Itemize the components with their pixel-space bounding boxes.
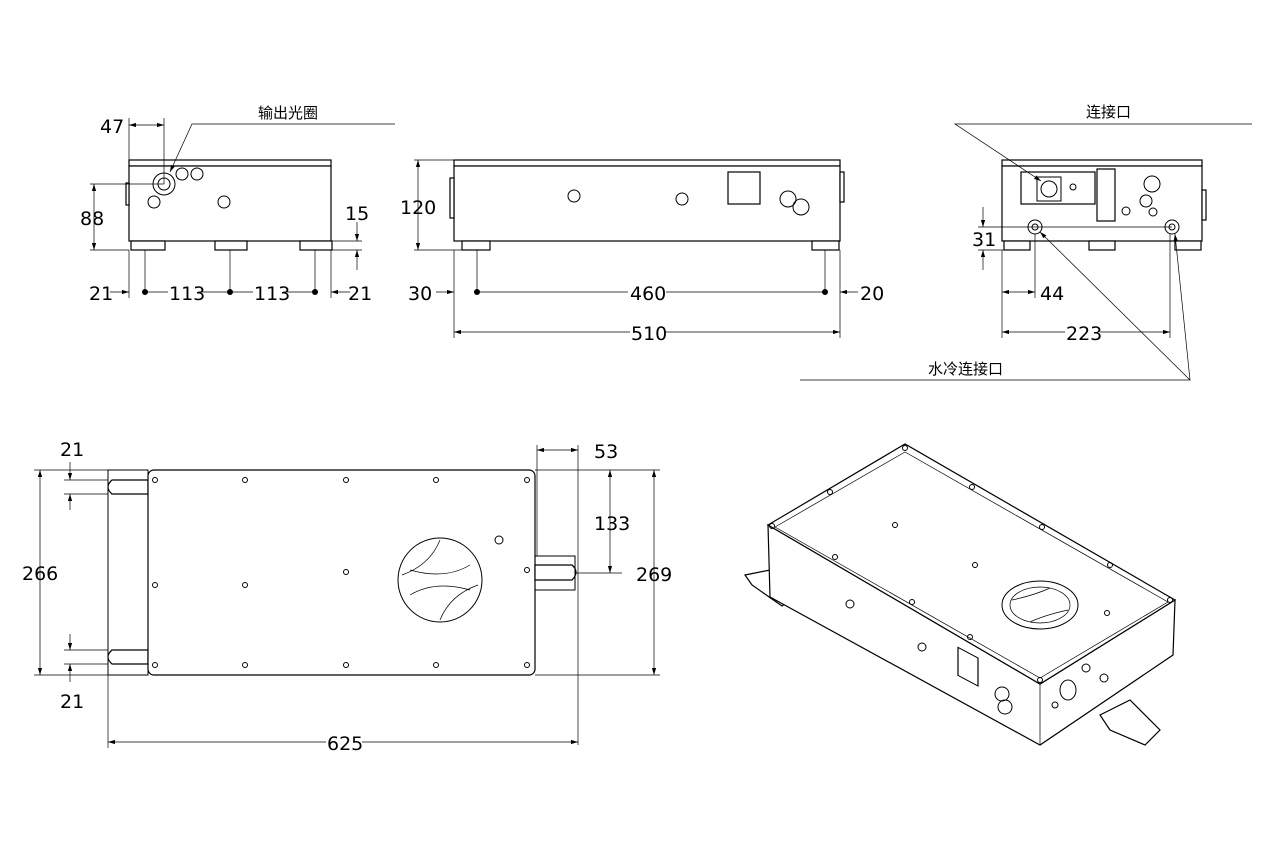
- dim-port-span: 223: [1066, 323, 1102, 345]
- dim-port-height: 31: [972, 229, 996, 251]
- dim-aperture-height: 88: [80, 208, 104, 230]
- dim-side-foot-span: 460: [630, 283, 666, 305]
- dim-side-height: 120: [400, 197, 436, 219]
- output-aperture-label: 输出光圈: [258, 104, 318, 122]
- dim-side-length: 510: [631, 323, 667, 345]
- dim-foot-left: 21: [89, 283, 113, 305]
- dim-ear-right-offset: 133: [594, 513, 630, 535]
- dim-side-foot-right: 20: [860, 283, 884, 305]
- dim-port-left: 44: [1040, 283, 1064, 305]
- fan-icon: [397, 537, 483, 623]
- dim-ear-top: 21: [60, 439, 84, 461]
- rear-view: 连接口 31 44 223 水冷连接口: [800, 103, 1252, 381]
- dim-aperture-offset: 47: [100, 116, 124, 138]
- iso-screws: [769, 445, 1173, 683]
- side-view: 120 30 460 20 510: [400, 159, 884, 345]
- dim-plate-width: 266: [22, 563, 58, 585]
- dim-foot-right: 21: [348, 283, 372, 305]
- dim-side-foot-left: 30: [408, 283, 432, 305]
- dim-overall-width: 269: [636, 564, 672, 586]
- dim-ear-bottom: 21: [60, 691, 84, 713]
- dim-overall-length: 625: [327, 733, 363, 755]
- dim-foot-spacing-2: 113: [254, 283, 290, 305]
- top-view: 21 266 21 53 133 269 625: [22, 439, 672, 755]
- connector-port-label: 连接口: [1086, 103, 1131, 121]
- front-feet: [130, 240, 333, 251]
- dim-ear-right-length: 53: [594, 441, 618, 463]
- front-view: 输出光圈 47 88 15 21 113 113 21: [80, 104, 395, 305]
- dim-foot-spacing-1: 113: [169, 283, 205, 305]
- connector-icon: [1036, 176, 1062, 202]
- isometric-view: [743, 443, 1177, 746]
- screw-holes: [152, 477, 530, 668]
- iso-fan-icon: [1001, 580, 1079, 630]
- water-cooling-port-label: 水冷连接口: [928, 360, 1003, 378]
- dim-foot-height: 15: [345, 203, 369, 225]
